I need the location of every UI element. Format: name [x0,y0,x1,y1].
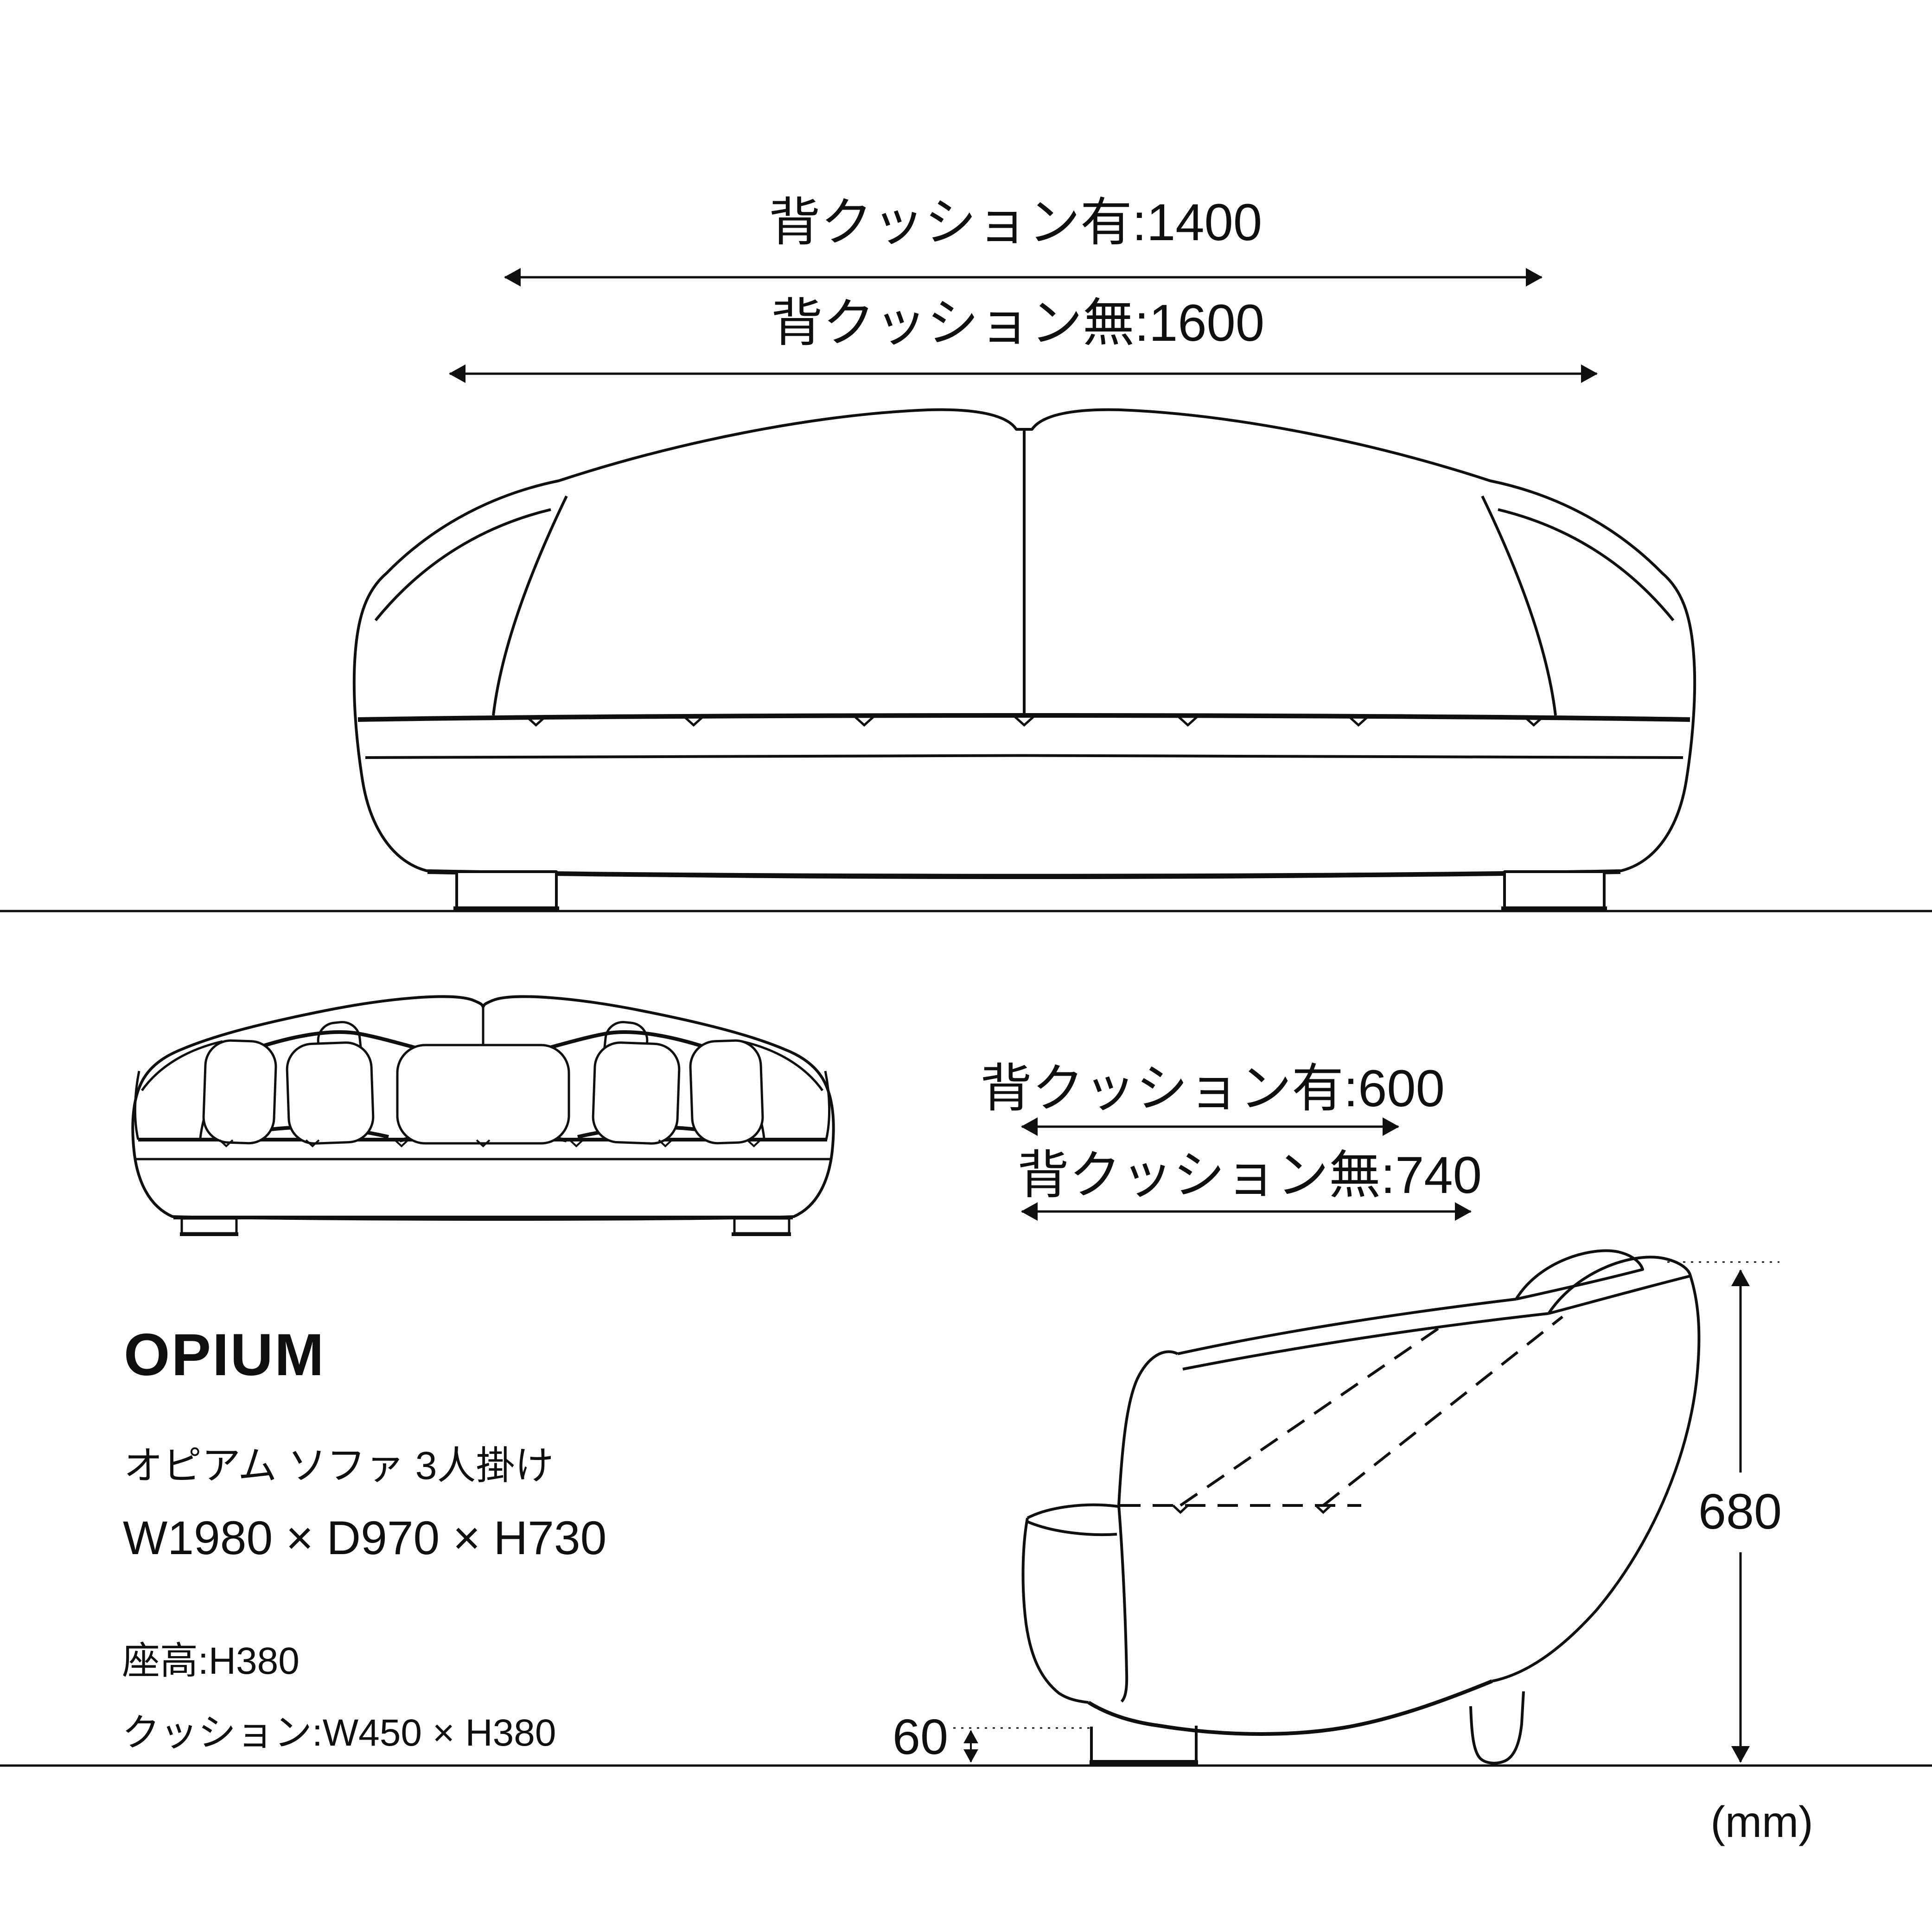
small-right-foot [733,1217,791,1235]
front-left-foot [455,870,558,909]
front-armrest-inner-right [1498,508,1675,621]
front-view [352,408,1696,911]
small-armrest-crescent-right [824,1071,831,1140]
side-back-leg [1469,1691,1525,1765]
small-rail-notches [219,1139,761,1148]
side-front-leg [1090,1726,1198,1763]
ground-lines [0,910,1932,1767]
cushion-3 [396,1044,570,1145]
cushion-5 [689,1039,764,1145]
side-backrest-front [1117,1350,1179,1506]
side-hidden-notches [1172,1505,1332,1514]
side-top-band-upper [1177,1298,1517,1355]
side-depth-without-cushion-label: 背クッション無:740 [1017,1146,1482,1204]
front-view-dimensions: 背クッション有:1400 背クッション無:1600 [449,193,1598,383]
cushion-2 [286,1041,375,1145]
small-armrest-inner-left [140,1040,223,1091]
cushion-size-spec: クッション:W450 × H380 [122,1712,556,1754]
front-width-with-cushion-label: 背クッション有:1400 [769,193,1262,251]
side-base-bottom [1087,1679,1493,1736]
product-name-ja: オピアム ソファ 3人掛け [124,1444,554,1487]
front-seat-rail-top [357,713,1690,722]
side-back-cushion-a [1515,1249,1644,1301]
side-cushion-hidden-right [1322,1315,1563,1507]
front-seat-rail-bottom [365,754,1683,759]
product-dimensions: W1980 × D970 × H730 [123,1511,606,1564]
front-right-foot [1503,870,1606,909]
side-armrest-front [1021,1518,1089,1704]
product-name: OPIUM [124,1322,325,1388]
side-back-outer [1492,1275,1701,1683]
overall-height-label: 680 [1698,1483,1782,1539]
side-back-cushion-b [1547,1256,1692,1315]
side-armrest-lip [1027,1520,1117,1537]
side-armrest-top [1027,1503,1118,1519]
front-rail-notches [526,716,1544,727]
side-front-edge [1117,1505,1129,1703]
title-block: OPIUM オピアム ソファ 3人掛け W1980 × D970 × H730 … [122,1322,606,1754]
side-depth-with-cushion-label: 背クッション有:600 [980,1059,1445,1117]
side-view [1021,1249,1701,1765]
unit-label: (mm) [1710,1798,1813,1847]
cushion-4 [592,1041,681,1145]
front-view-with-cushions [131,995,835,1236]
leg-height-label: 60 [893,1709,948,1765]
small-left-foot [180,1217,238,1235]
front-back-cushion-edge-left [492,495,568,716]
front-base-bottom [427,869,1621,879]
side-top-band-lower [1182,1312,1549,1371]
front-back-cushion-edge-right [1481,495,1557,716]
small-armrest-crescent-left [134,1071,140,1140]
front-armrest-inner-left [374,508,551,621]
side-view-dimensions: 背クッション有:600 背クッション無:740 680 60 [893,1059,1782,1765]
seat-height-spec: 座高:H380 [122,1640,300,1682]
side-cushion-hidden-left [1180,1325,1443,1507]
front-width-without-cushion-label: 背クッション無:1600 [771,294,1264,352]
cushion-1 [202,1039,277,1145]
small-armrest-inner-right [741,1040,824,1091]
